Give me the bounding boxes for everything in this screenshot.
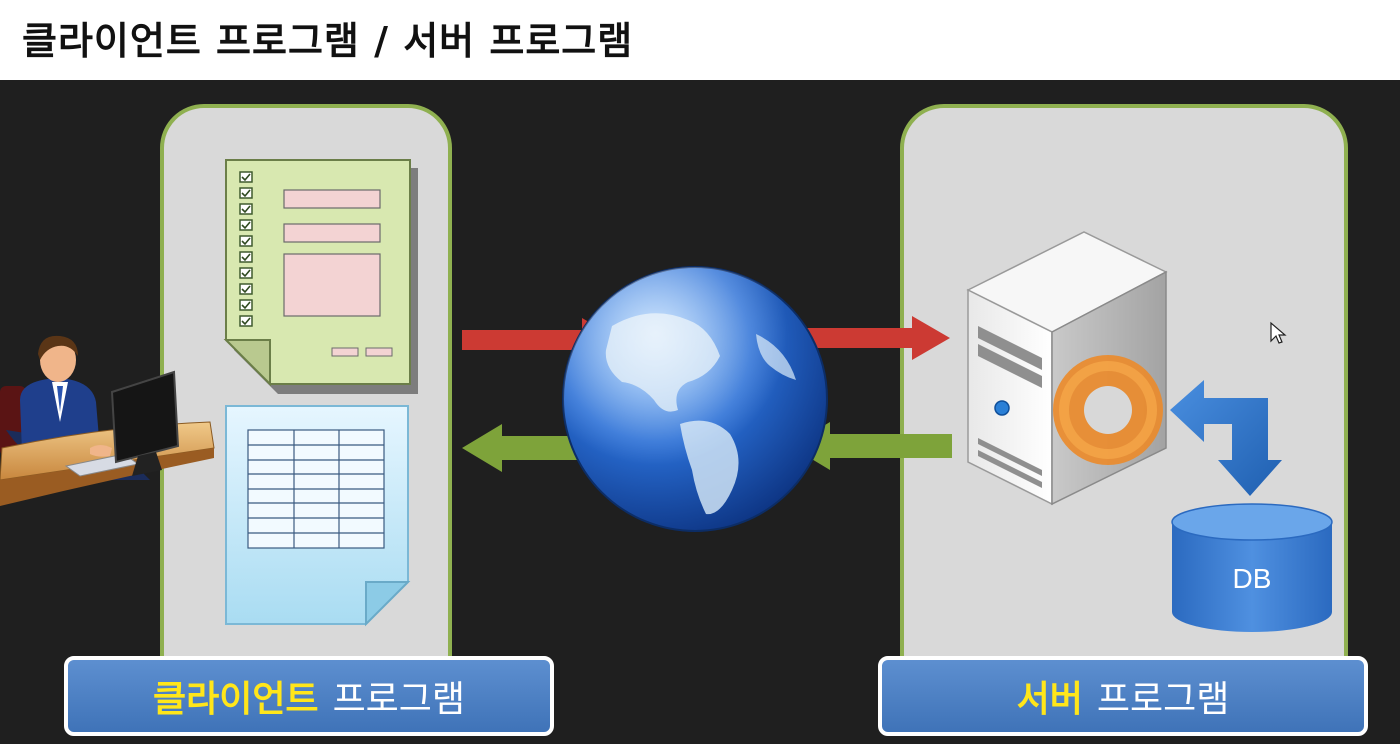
globe-icon xyxy=(560,264,830,534)
user-at-computer-icon xyxy=(0,330,216,514)
client-label-rest: 프로그램 xyxy=(333,670,465,722)
table-document-icon xyxy=(222,402,414,626)
client-program-label: 클라이언트 프로그램 xyxy=(64,656,554,736)
server-label-highlight: 서버 xyxy=(1017,670,1083,722)
client-label-highlight: 클라이언트 xyxy=(153,670,319,722)
gear-icon xyxy=(1050,352,1166,468)
form-document-icon xyxy=(220,158,420,394)
server-label-rest: 프로그램 xyxy=(1097,670,1229,722)
bidirectional-arrow-icon xyxy=(1170,378,1282,496)
server-program-label: 서버 프로그램 xyxy=(878,656,1368,736)
slide-header: 클라이언트 프로그램 / 서버 프로그램 xyxy=(0,0,1400,80)
database-label: DB xyxy=(1233,563,1272,594)
slide-title: 클라이언트 프로그램 / 서버 프로그램 xyxy=(22,10,633,65)
database-icon: DB xyxy=(1170,502,1334,634)
mouse-cursor-icon xyxy=(1270,322,1286,346)
